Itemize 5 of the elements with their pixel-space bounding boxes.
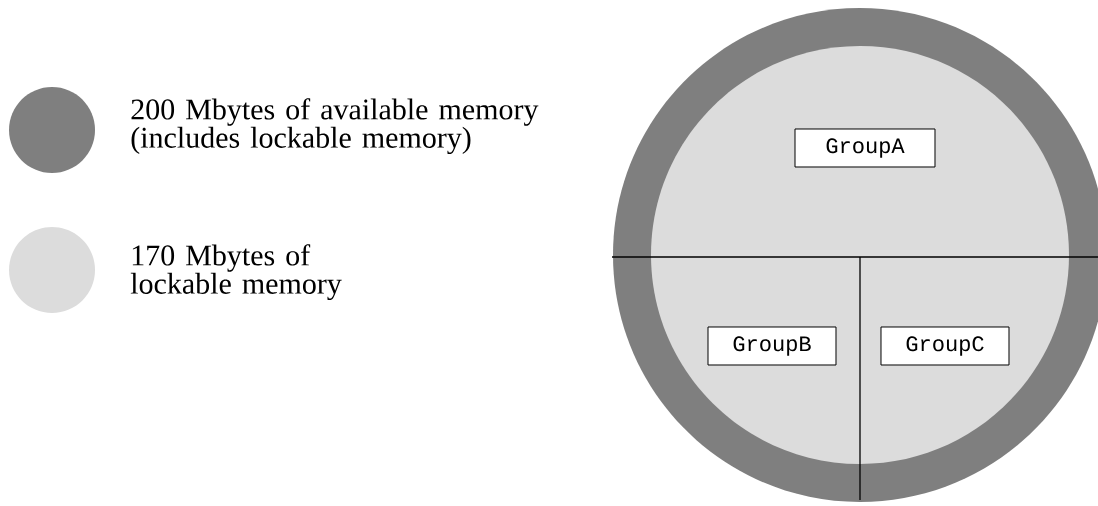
legend-text: 170 Mbytes of lockable memory xyxy=(130,244,342,301)
label-box: GroupA xyxy=(794,128,936,168)
label-box: GroupB xyxy=(707,326,837,366)
legend-text: 200 Mbytes of available memory (includes lockable memory) xyxy=(131,98,539,155)
label-box: GroupC xyxy=(880,326,1010,366)
